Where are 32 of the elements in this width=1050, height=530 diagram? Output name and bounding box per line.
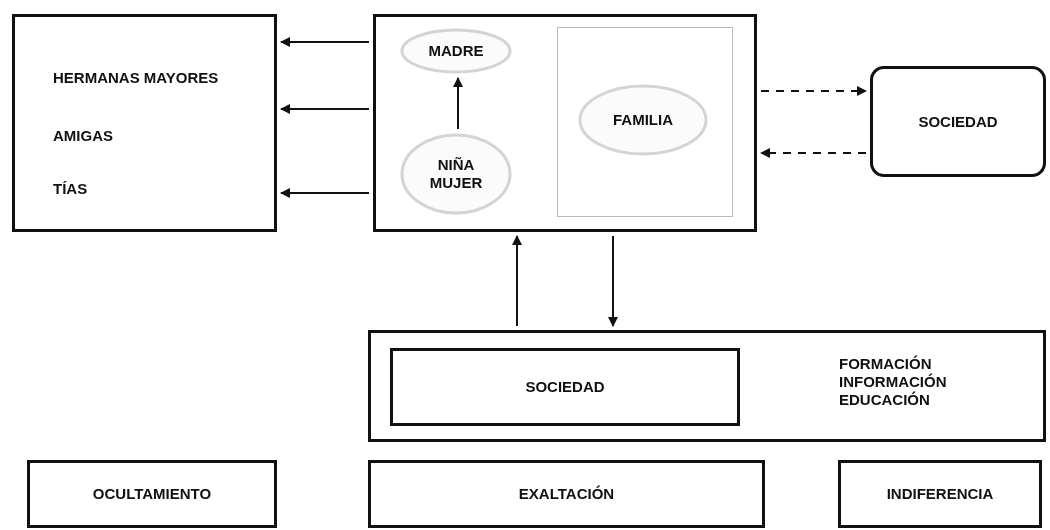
inner-panel (557, 27, 733, 217)
process-box (838, 460, 1042, 528)
node-text: INDIFERENCIA (886, 485, 994, 503)
node-text: MADRE (427, 42, 485, 60)
arrow (760, 86, 867, 96)
node-text: SOCIEDAD (918, 112, 998, 131)
process-box (870, 66, 1046, 177)
ellipse-node (400, 28, 512, 74)
node-text: FAMILIA (612, 111, 674, 129)
arrow (453, 77, 463, 130)
process-box (27, 460, 277, 528)
node-text: EXALTACIÓN (518, 485, 615, 503)
node-text: OCULTAMIENTO (92, 485, 212, 503)
node-text: SOCIEDAD (525, 378, 605, 396)
arrow (280, 188, 370, 198)
arrow (608, 235, 618, 327)
node-text: HERMANAS MAYORES (53, 69, 219, 87)
arrow (760, 148, 867, 158)
arrow (280, 37, 370, 47)
node-text: AMIGAS (53, 127, 113, 145)
node-text: NIÑA MUJER (428, 156, 484, 192)
process-box (390, 348, 740, 426)
family-frame (373, 14, 757, 232)
list-box (12, 14, 277, 232)
ellipse-node (578, 84, 708, 156)
arrow (280, 104, 370, 114)
ellipse-node (400, 133, 512, 215)
band (368, 330, 1046, 442)
process-box (368, 460, 765, 528)
arrow (512, 235, 522, 327)
node-text: FORMACIÓN INFORMACIÓN EDUCACIÓN (839, 355, 948, 409)
node-text: TÍAS (53, 180, 88, 198)
